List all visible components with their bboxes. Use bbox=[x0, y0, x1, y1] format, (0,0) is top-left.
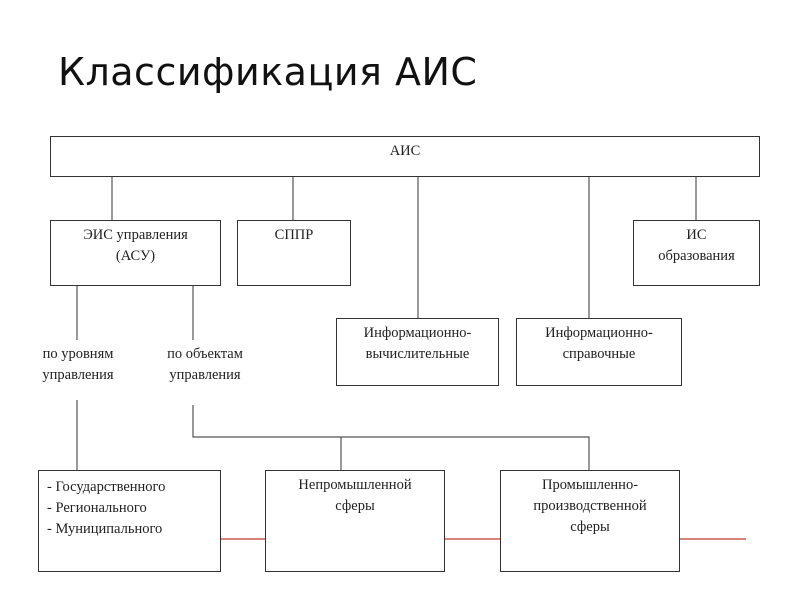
node-is-education-line-2: образования bbox=[658, 248, 735, 264]
node-nonindustrial-line-2: сферы bbox=[335, 498, 375, 514]
node-info-ref: Информационно- справочные bbox=[516, 318, 682, 386]
label-by-levels: по уровням управления bbox=[42, 344, 114, 386]
node-nonindustrial-line-1: Непромышленной bbox=[298, 477, 412, 493]
node-is-education: ИС образования bbox=[633, 220, 760, 286]
node-info-calc-line-2: вычислительные bbox=[365, 346, 470, 362]
label-by-levels-line-1: по уровням bbox=[42, 346, 114, 362]
node-gov-levels-line-1: - Государственного bbox=[47, 479, 166, 495]
node-gov-levels-line-3: - Муниципального bbox=[47, 521, 163, 537]
node-industrial-line-3: сферы bbox=[570, 519, 610, 535]
node-sppr: СППР bbox=[237, 220, 351, 286]
node-sppr-line-1: СППР bbox=[274, 227, 314, 243]
label-by-objects-line-1: по объектам bbox=[167, 346, 243, 362]
node-info-calc-line-1: Информационно- bbox=[363, 325, 472, 341]
node-eis-line-1: ЭИС управления bbox=[83, 227, 188, 243]
node-ais-line-1: АИС bbox=[389, 143, 421, 159]
node-industrial: Промышленно- производственной сферы bbox=[500, 470, 680, 572]
node-info-calc: Информационно- вычислительные bbox=[336, 318, 499, 386]
node-eis-line-2: (АСУ) bbox=[115, 248, 156, 264]
label-by-objects: по объектам управления bbox=[150, 344, 260, 386]
label-by-objects-line-2: управления bbox=[169, 367, 241, 383]
node-is-education-line-1: ИС bbox=[686, 227, 707, 243]
node-eis: ЭИС управления (АСУ) bbox=[50, 220, 221, 286]
node-ais: АИС bbox=[50, 136, 760, 177]
node-gov-levels-line-2: - Регионального bbox=[47, 500, 147, 516]
node-nonindustrial: Непромышленной сферы bbox=[265, 470, 445, 572]
node-info-ref-line-2: справочные bbox=[562, 346, 636, 362]
label-by-levels-line-2: управления bbox=[42, 367, 114, 383]
node-gov-levels: - Государственного - Регионального - Мун… bbox=[38, 470, 221, 572]
connector-objects-bracket bbox=[192, 405, 590, 470]
node-industrial-line-2: производственной bbox=[533, 498, 647, 514]
page-title: Классификация АИС bbox=[58, 50, 478, 94]
node-info-ref-line-1: Информационно- bbox=[545, 325, 653, 341]
node-industrial-line-1: Промышленно- bbox=[541, 477, 639, 493]
